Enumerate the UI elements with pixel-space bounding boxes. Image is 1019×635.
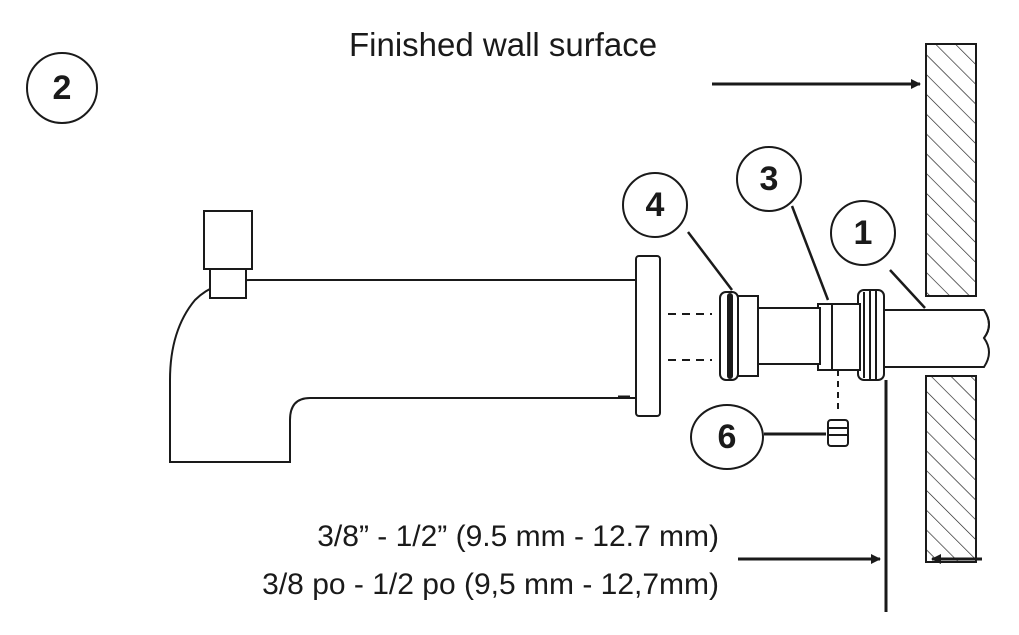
union-connector	[735, 295, 861, 377]
spout-flange	[635, 255, 661, 417]
threaded-adapter	[857, 289, 885, 381]
dimension-text-imperial: 3/8” - 1/2” (9.5 mm - 12.7 mm)	[317, 520, 719, 553]
leader-line-1	[889, 269, 926, 309]
wall	[925, 43, 977, 563]
callout-3-text: 3	[759, 159, 779, 198]
wall-lower-section	[925, 375, 977, 563]
step-number-badge: 2	[26, 52, 98, 124]
callout-4: 4	[622, 172, 688, 238]
callout-6-text: 6	[717, 417, 737, 456]
o-ring	[719, 291, 739, 381]
dimension-text-french: 3/8 po - 1/2 po (9,5 mm - 12,7mm)	[262, 568, 719, 601]
leader-line-3	[790, 205, 830, 301]
step-number-text: 2	[52, 68, 72, 107]
supply-pipe	[881, 309, 990, 368]
set-screw	[827, 419, 849, 447]
diverter-knob	[203, 210, 253, 270]
wall-surface-label: Finished wall surface	[349, 26, 658, 63]
callout-1: 1	[830, 200, 896, 266]
callout-4-text: 4	[645, 185, 665, 224]
callout-6: 6	[690, 404, 764, 470]
diverter-stem	[209, 267, 247, 299]
callout-3: 3	[736, 146, 802, 212]
spout-body	[169, 210, 661, 463]
callout-1-text: 1	[853, 213, 873, 252]
wall-upper-section	[925, 43, 977, 297]
leader-line-4	[687, 231, 733, 291]
